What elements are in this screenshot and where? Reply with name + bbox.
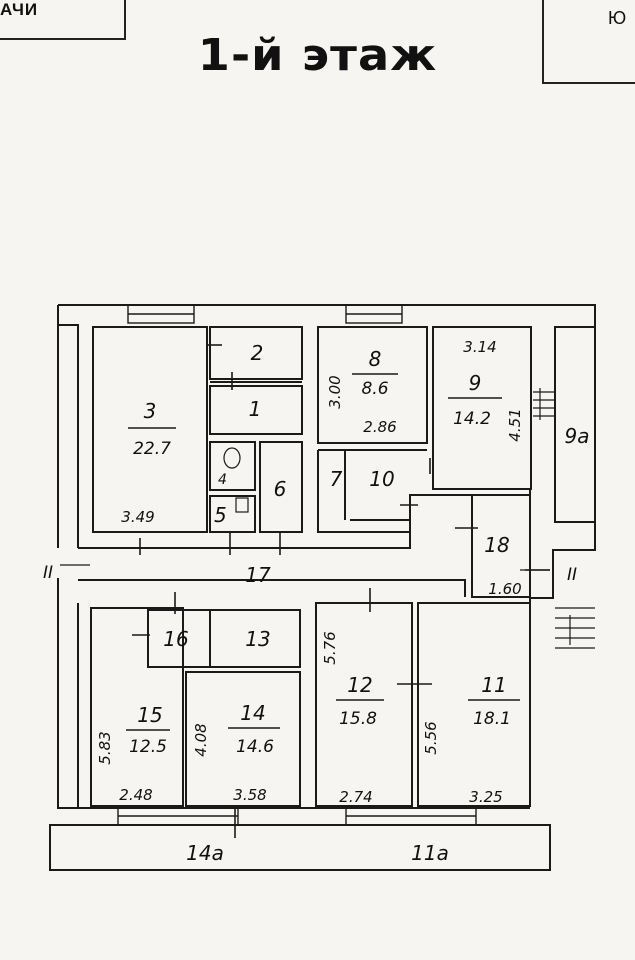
dim-5-83: 5.83	[96, 731, 114, 764]
stamp-right-text: Ю	[608, 8, 627, 28]
dim-2-48: 2.48	[119, 786, 152, 804]
dim-3-58: 3.58	[233, 786, 266, 804]
room-13-outline	[209, 609, 301, 668]
section-mark-right: II	[567, 565, 577, 585]
room-8-area: 8.6	[361, 379, 388, 399]
stairs	[533, 388, 595, 649]
room-2-number: 2	[251, 341, 264, 365]
dim-2-86: 2.86	[363, 418, 396, 436]
outer-wall-left-bottom	[57, 578, 79, 809]
room-12-number: 12	[347, 673, 372, 697]
room-1-number: 1	[249, 397, 262, 421]
room-14a-number: 14a	[186, 841, 224, 865]
room-16-number: 16	[163, 627, 188, 651]
room-4-outline	[209, 441, 256, 491]
room-9-outline	[432, 326, 532, 490]
room-9-number: 9	[469, 371, 482, 395]
wc-fixture	[223, 447, 249, 513]
room-6-number: 6	[274, 477, 287, 501]
room-9a-number: 9a	[565, 424, 590, 448]
room-15-area: 12.5	[129, 737, 167, 757]
room-3-number: 3	[144, 399, 157, 423]
dim-3-49: 3.49	[121, 508, 154, 526]
dim-5-56: 5.56	[422, 721, 440, 754]
room-4-number: 4	[218, 472, 227, 488]
room-5-number: 5	[214, 503, 227, 527]
stamp-left-text: АЧИ	[0, 0, 39, 19]
room-14-outline	[185, 671, 301, 807]
room-18-number: 18	[484, 533, 509, 557]
dim-3-25: 3.25	[469, 788, 502, 806]
dim-1-60: 1.60	[488, 580, 521, 598]
walls	[49, 304, 596, 871]
room-17-number: 17	[245, 563, 271, 587]
room-8-number: 8	[369, 347, 382, 371]
room-8-outline	[317, 326, 428, 444]
room-14-area: 14.6	[236, 737, 274, 757]
room-7-number: 7	[330, 467, 343, 491]
room-15-outline	[90, 607, 184, 807]
room-12-area: 15.8	[339, 709, 377, 729]
page-title: 1-й этаж	[197, 30, 438, 81]
room-15-number: 15	[137, 703, 162, 727]
section-lines	[60, 564, 550, 571]
dim-2-74: 2.74	[339, 788, 372, 806]
room-14-number: 14	[240, 701, 265, 725]
dim-5-76: 5.76	[321, 631, 339, 664]
room-11-number: 11	[481, 673, 506, 697]
windows	[117, 304, 477, 826]
room-10-number: 10	[369, 467, 394, 491]
dim-3-00: 3.00	[326, 375, 344, 408]
area-underlines	[126, 373, 520, 731]
dim-4-51: 4.51	[506, 408, 524, 441]
room-5-outline	[209, 495, 256, 533]
stamp-right: Ю	[542, 0, 635, 84]
room-18-outline	[471, 494, 531, 598]
room-3-area: 22.7	[133, 439, 171, 459]
stamp-left: АЧИ	[0, 0, 126, 40]
room-2-outline	[209, 326, 303, 380]
room-12-outline	[315, 602, 413, 807]
room-1-outline	[209, 385, 303, 435]
room-11-area: 18.1	[473, 709, 511, 729]
dim-4-08: 4.08	[192, 723, 210, 756]
room-6-outline	[259, 441, 303, 533]
room-9a-outline	[554, 326, 596, 523]
room-11a-number: 11a	[411, 841, 449, 865]
balcony-strip	[49, 824, 551, 871]
room-11-outline	[417, 602, 531, 807]
outer-wall-left-top	[57, 305, 79, 548]
room-9-area: 14.2	[453, 409, 491, 429]
section-mark-left: II	[43, 563, 53, 583]
room-13-number: 13	[245, 627, 270, 651]
room-3-outline	[92, 326, 208, 533]
dim-3-14: 3.14	[463, 338, 496, 356]
